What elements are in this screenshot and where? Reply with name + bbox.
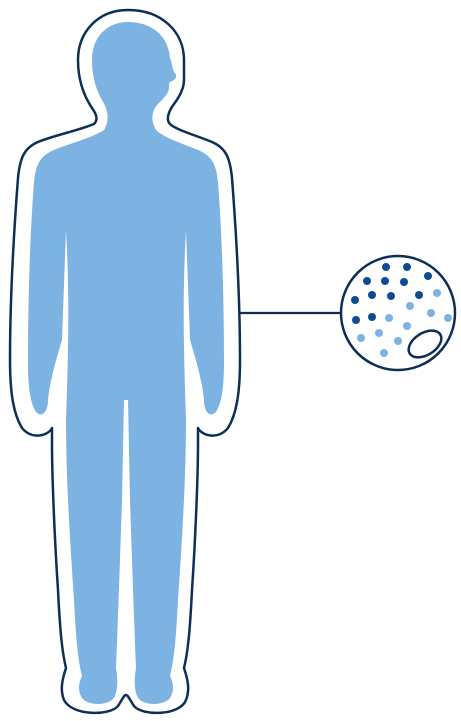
particle-dark xyxy=(387,292,395,300)
particle-dark xyxy=(351,296,359,304)
particle-light xyxy=(357,334,365,342)
particle-dark xyxy=(382,263,390,271)
particle-dark xyxy=(363,277,371,285)
particle-light xyxy=(427,309,435,317)
particle-light xyxy=(406,302,414,310)
particle-dark xyxy=(368,313,376,321)
particle-dark xyxy=(381,277,389,285)
particle-light xyxy=(380,349,388,357)
particle-light xyxy=(433,289,441,297)
particle-dark xyxy=(400,278,408,286)
particle-dark xyxy=(352,316,360,324)
magnifier-circle xyxy=(341,256,455,370)
magnified-cells-icon xyxy=(341,256,455,370)
particle-light xyxy=(403,322,411,330)
particle-dark xyxy=(403,263,411,271)
particle-light xyxy=(444,314,452,322)
particle-dark xyxy=(415,291,423,299)
particle-light xyxy=(394,337,402,345)
human-silhouette-icon xyxy=(10,10,240,713)
particle-dark xyxy=(424,272,432,280)
particle-light xyxy=(375,329,383,337)
particle-dark xyxy=(368,291,376,299)
particle-light xyxy=(385,314,393,322)
